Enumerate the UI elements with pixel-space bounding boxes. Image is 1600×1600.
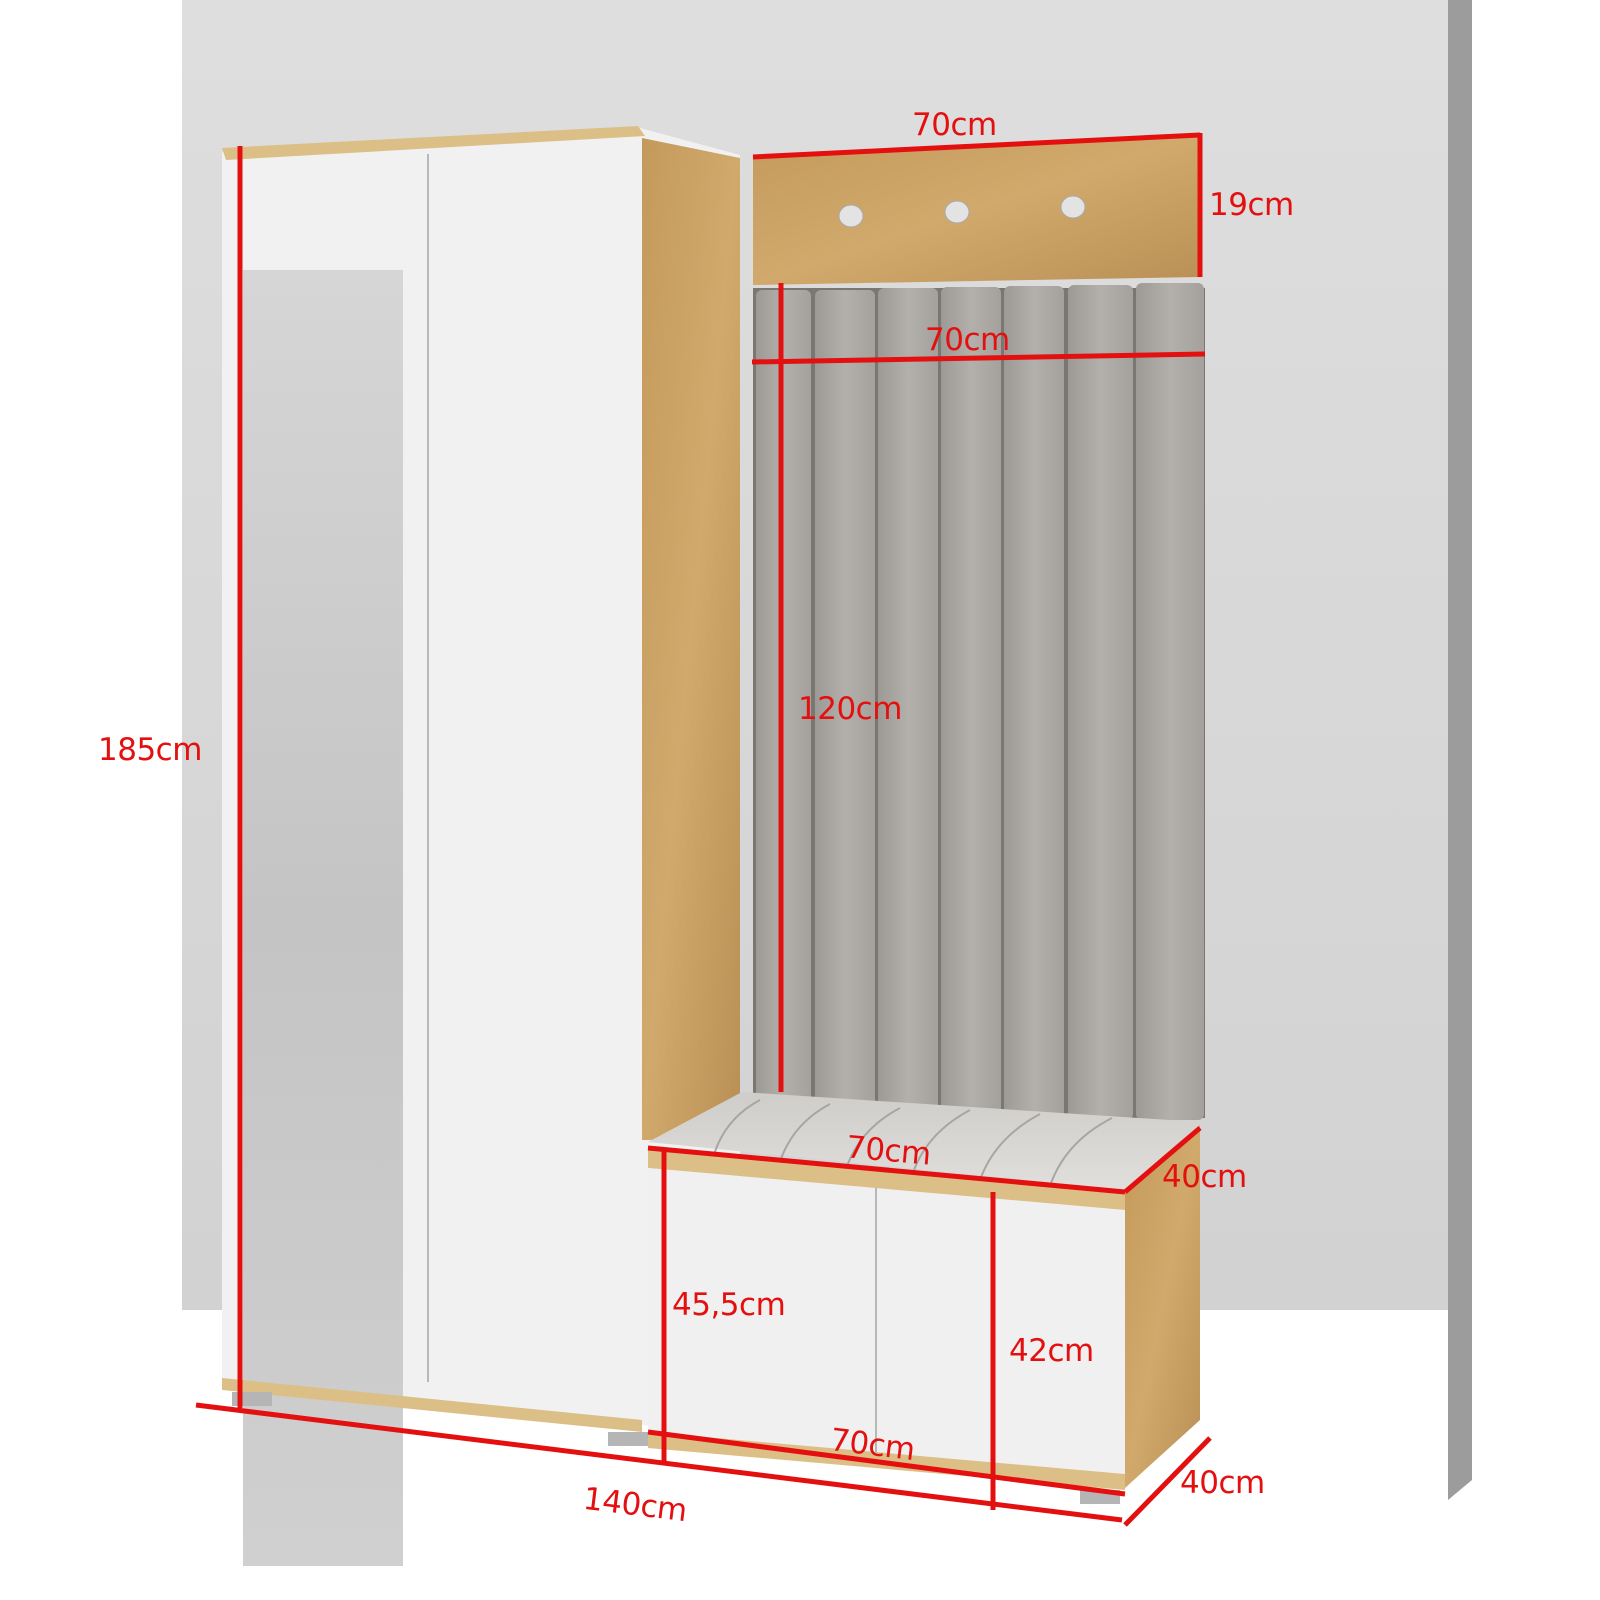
bench-top-width-label: 70cm [844, 1129, 933, 1173]
bench-top-depth-label: 40cm [1162, 1159, 1247, 1195]
upholstered-panel [753, 283, 1205, 1120]
panel-height-label: 120cm [798, 691, 902, 727]
wardrobe [222, 126, 740, 1566]
bench-front-height-label: 45,5cm [672, 1287, 786, 1323]
coat-hook-icon [838, 195, 1086, 228]
panel-width-label: 70cm [925, 322, 1010, 358]
mirror [243, 270, 403, 1566]
coat-rack-height-label: 19cm [1209, 187, 1294, 223]
coat-rack-width-label: 70cm [912, 107, 997, 143]
bench-side-height-label: 42cm [1009, 1333, 1094, 1369]
wardrobe-height-label: 185cm [98, 732, 202, 768]
shoe-bench [648, 1092, 1200, 1504]
bench-base-depth-label: 40cm [1180, 1465, 1265, 1501]
coat-rack [753, 135, 1200, 285]
dimension-lines [195, 132, 1212, 1527]
